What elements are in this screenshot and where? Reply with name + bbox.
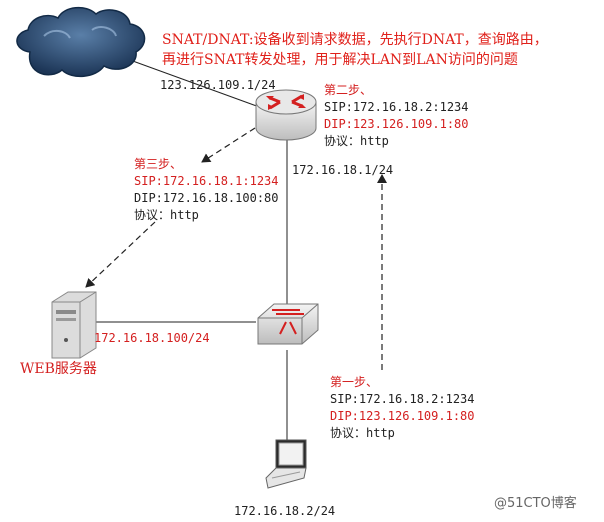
wan-ip-label: 123.126.109.1/24 [160, 78, 276, 92]
laptop-icon [265, 439, 307, 489]
web-server-label: WEB服务器 [20, 361, 97, 377]
step2-title: 第二步、 [324, 83, 373, 97]
step1-sip: SIP:172.16.18.2:1234 [330, 392, 475, 406]
lan-gateway-ip-label: 172.16.18.1/24 [292, 163, 394, 177]
server-icon [51, 291, 97, 359]
step2-sip: SIP:172.16.18.2:1234 [324, 100, 469, 114]
step3-dip: DIP:172.16.18.100:80 [134, 191, 279, 205]
client-ip-label: 172.16.18.2/24 [234, 504, 336, 518]
cloud-icon [16, 6, 146, 78]
title-line-1: SNAT/DNAT:设备收到请求数据，先执行DNAT，查询路由， [162, 32, 548, 48]
switch-icon [257, 303, 319, 345]
step3-title: 第三步、 [134, 157, 183, 171]
step2-protocol: 协议：http [324, 134, 389, 148]
step3-arrow-a [201, 127, 256, 163]
watermark: @51CTO博客 [494, 496, 577, 511]
step1-protocol: 协议：http [330, 426, 395, 440]
step3-protocol: 协议：http [134, 208, 199, 222]
server-ip-label: 172.16.18.100/24 [94, 331, 210, 345]
step1-title: 第一步、 [330, 375, 379, 389]
step3-arrow-b [85, 221, 156, 288]
router-icon [255, 89, 317, 141]
step2-dip: DIP:123.126.109.1:80 [324, 117, 469, 131]
title-line-2: 再进行SNAT转发处理，用于解决LAN到LAN访问的问题 [162, 52, 518, 68]
step1-dip: DIP:123.126.109.1:80 [330, 409, 475, 423]
link-cloud-router [129, 59, 263, 109]
step3-sip: SIP:172.16.18.1:1234 [134, 174, 279, 188]
